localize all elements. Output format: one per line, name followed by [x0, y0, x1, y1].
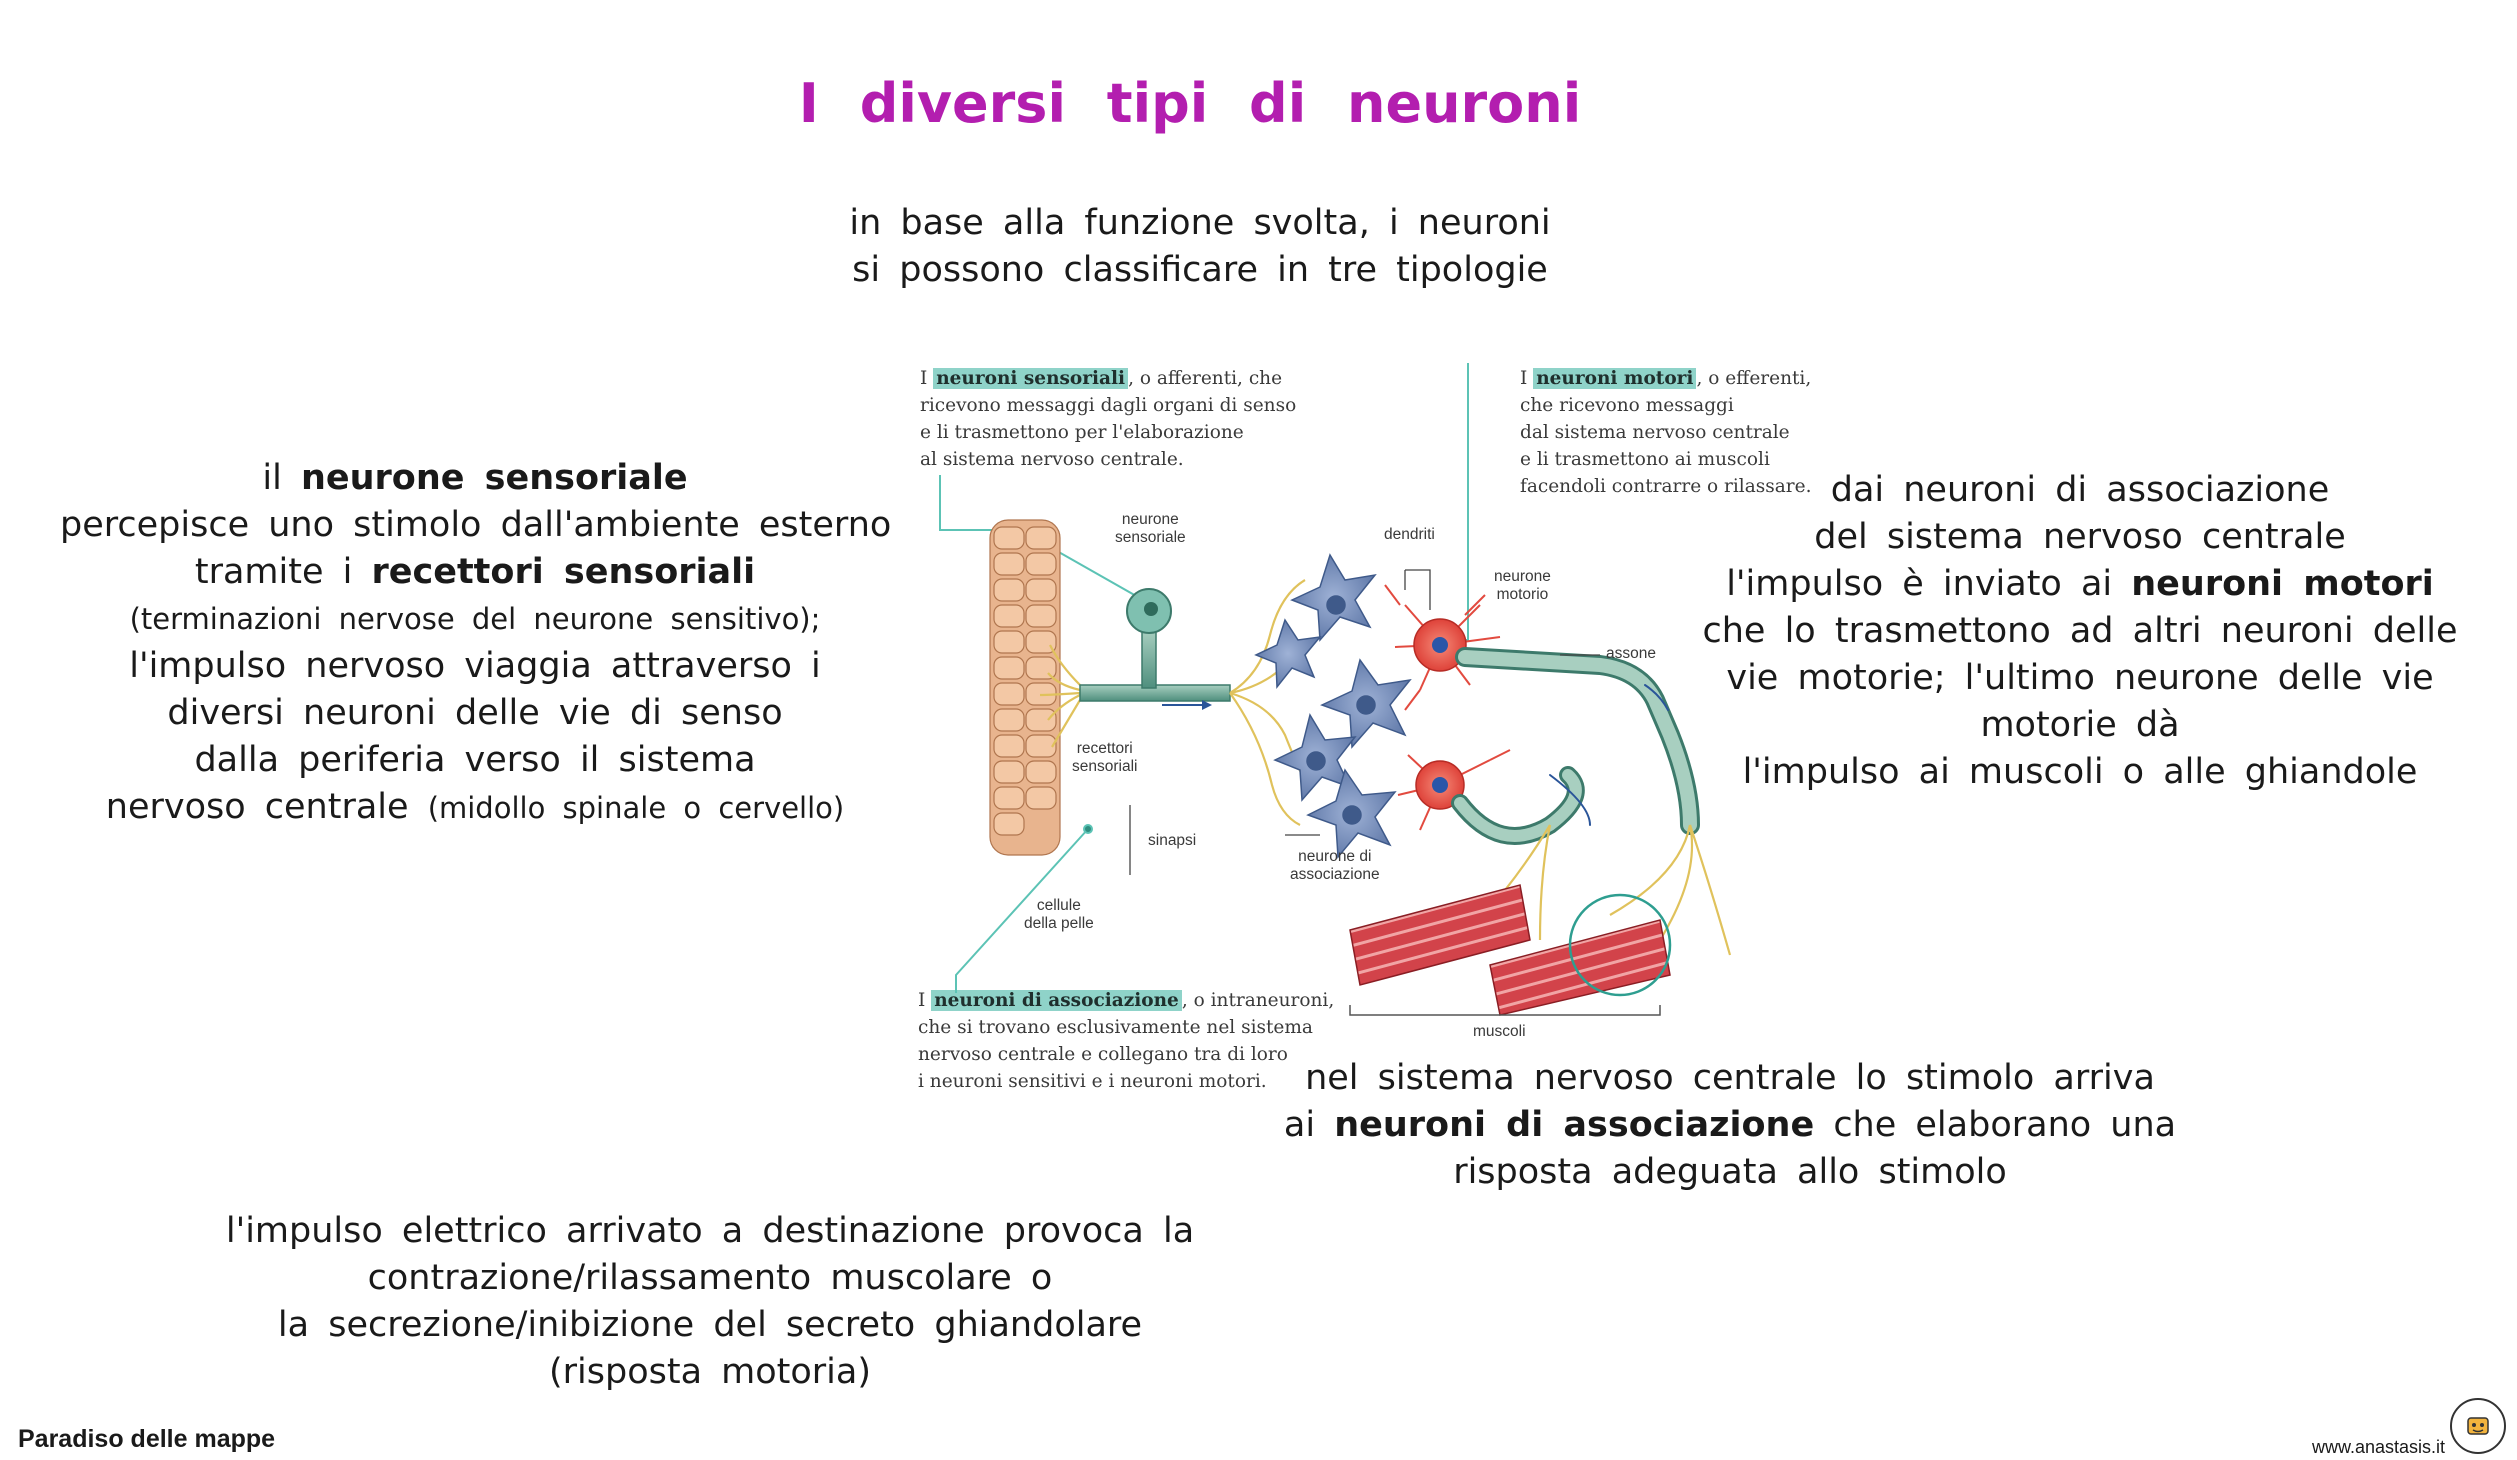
label-line: recettori [1076, 740, 1133, 757]
caption-text: nervoso centrale e collegano tra di loro [918, 1044, 1288, 1065]
motor-neurons [1384, 584, 1511, 831]
text-line: ai neuroni di associazione che elaborano… [1250, 1102, 2210, 1149]
motor-axons [1451, 647, 1700, 845]
muscle-bracket [1349, 1005, 1661, 1016]
label-line: neurone [1121, 511, 1179, 528]
text-line: nervoso centrale (midollo spinale o cerv… [60, 784, 890, 832]
caption-highlight: neuroni di associazione [931, 990, 1182, 1011]
caption-text: e li trasmettono ai muscoli [1520, 449, 1770, 470]
sensory-neuron-text: il neurone sensoriale percepisce uno sti… [60, 455, 892, 832]
page-title: I diversi tipi di neuroni [798, 72, 1582, 135]
caption-highlight: neuroni sensoriali [933, 368, 1129, 389]
bold-term: neuroni di associazione [1334, 1105, 1815, 1145]
caption-sensory-neurons: I neuroni sensoriali, o afferenti, che r… [920, 365, 1296, 473]
caption-highlight: neuroni motori [1533, 368, 1697, 389]
text-line: l'impulso ai muscoli o alle ghiandole [1742, 752, 2418, 792]
caption-text: I [918, 990, 932, 1011]
intro-line: in base alla funzione svolta, i neuroni [849, 203, 1551, 243]
association-neuron-text: nel sistema nervoso centrale lo stimolo … [1250, 1055, 2210, 1196]
text-line: risposta adeguata allo stimolo [1453, 1152, 2007, 1192]
label-muscles: muscoli [1473, 1023, 1526, 1040]
caption-text: , o efferenti, [1696, 368, 1812, 389]
motor-neuron-text: dai neuroni di associazione del sistema … [1660, 467, 2500, 796]
text-line: dalla periferia verso il sistema [194, 740, 756, 780]
text-segment: il [262, 458, 301, 498]
text-line: tramite i recettori sensoriali [60, 549, 890, 596]
caption-text: che si trovano esclusivamente nel sistem… [918, 1017, 1313, 1038]
skin-cells [989, 519, 1061, 856]
text-line: l'impulso nervoso viaggia attraverso i [129, 646, 821, 686]
label-line: neurone di [1298, 848, 1372, 865]
label-line: motorio [1496, 586, 1549, 603]
text-line: diversi neuroni delle vie di senso [167, 693, 783, 733]
label-line: sensoriale [1115, 529, 1186, 546]
caption-text: I [1520, 368, 1534, 389]
caption-motor-neurons: I neuroni motori, o efferenti, che ricev… [1520, 365, 1811, 500]
sensory-terminals [1229, 579, 1306, 826]
sensory-neuron [1079, 588, 1231, 710]
muscle-fibers [1349, 884, 1672, 1016]
bold-term: neurone sensoriale [300, 458, 688, 498]
text-line: che lo trasmettono ad altri neuroni dell… [1702, 611, 2458, 651]
text-segment: l'impulso è inviato ai [1726, 564, 2132, 604]
caption-text: ricevono messaggi dagli organi di senso [920, 395, 1297, 416]
text-segment: che elaborano una [1814, 1105, 2177, 1145]
receptor-fibers [1039, 644, 1081, 748]
caption-text: I [920, 368, 934, 389]
text-segment: ai [1283, 1105, 1335, 1145]
text-line: (terminazioni nervose del neurone sensit… [129, 602, 821, 636]
text-line: il neurone sensoriale [60, 455, 890, 502]
caption-text: che ricevono messaggi [1520, 395, 1734, 416]
text-line: vie motorie; l'ultimo neurone delle vie [1726, 658, 2434, 698]
intro-text: in base alla funzione svolta, i neuroni … [790, 200, 1610, 294]
text-line: contrazione/rilassamento muscolare o [367, 1258, 1053, 1298]
footer-brand: Paradiso delle mappe [18, 1425, 276, 1453]
text-line: del sistema nervoso centrale [1814, 517, 2346, 557]
label-synapse: sinapsi [1148, 832, 1197, 849]
text-line: (risposta motoria) [548, 1352, 872, 1392]
caption-text: dal sistema nervoso centrale [1520, 422, 1790, 443]
association-neurons [1254, 553, 1412, 859]
caption-text: , o intraneuroni, [1181, 990, 1335, 1011]
caption-text: , o afferenti, che [1128, 368, 1283, 389]
label-line: associazione [1290, 866, 1380, 883]
bold-term: neuroni motori [2131, 564, 2434, 604]
text-line: motorie dà [1980, 705, 2180, 745]
text-line: dai neuroni di associazione [1830, 470, 2330, 510]
footer-website: www.anastasis.it [2312, 1437, 2446, 1457]
text-segment: (midollo spinale o cervello) [427, 791, 845, 825]
label-line: della pelle [1024, 915, 1094, 932]
text-line: l'impulso elettrico arrivato a destinazi… [225, 1211, 1195, 1251]
neuron-types-figure: I neuroni sensoriali, o afferenti, che r… [900, 355, 1811, 1100]
caption-text: al sistema nervoso centrale. [920, 449, 1184, 470]
caption-text: e li trasmettono per l'elaborazione [920, 422, 1244, 443]
dendriti-bracket [1129, 569, 1600, 875]
label-line: sensoriali [1072, 758, 1138, 775]
caption-association-neurons: I neuroni di associazione, o intraneuron… [918, 987, 1334, 1095]
label-line: cellule [1036, 897, 1081, 914]
text-line: l'impulso è inviato ai neuroni motori [1660, 561, 2500, 608]
label-axon: assone [1606, 645, 1656, 662]
caption-text: facendoli contrarre o rilassare. [1520, 476, 1812, 497]
motor-terminals [1479, 824, 1732, 956]
text-line: nel sistema nervoso centrale lo stimolo … [1305, 1058, 2155, 1098]
motor-response-text: l'impulso elettrico arrivato a destinazi… [190, 1208, 1230, 1396]
caption-text: i neuroni sensitivi e i neuroni motori. [918, 1071, 1267, 1092]
text-line: percepisce uno stimolo dall'ambiente est… [60, 505, 892, 545]
label-dendrites: dendriti [1384, 526, 1435, 543]
intro-line: si possono classificare in tre tipologie [852, 250, 1548, 290]
supermappe-logo-icon [2450, 1398, 2506, 1454]
text-segment: nervoso centrale [105, 787, 428, 827]
neuron-illustration [939, 363, 1732, 1016]
text-segment: tramite i [194, 552, 372, 592]
bold-term: recettori sensoriali [371, 552, 756, 592]
label-line: neurone [1494, 568, 1551, 585]
text-line: la secrezione/inibizione del secreto ghi… [277, 1305, 1143, 1345]
